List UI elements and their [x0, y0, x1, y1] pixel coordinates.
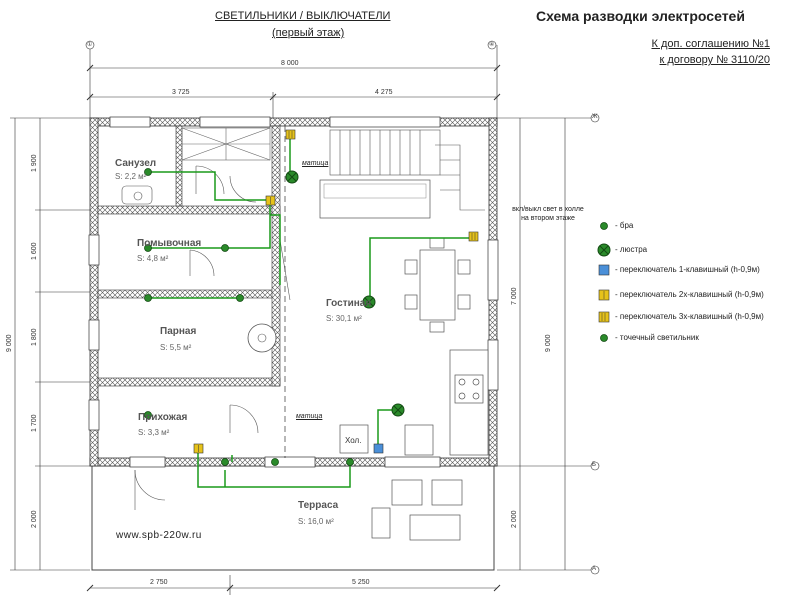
dining-table	[404, 237, 471, 333]
switch-1-icon	[598, 264, 610, 276]
dimension-ticks	[86, 64, 501, 592]
dim-left-3: 1 800	[31, 328, 38, 346]
dim-left-total: 9 000	[6, 334, 13, 352]
dim-left-4: 1 700	[31, 414, 38, 432]
room-area-washroom: S: 4,8 м²	[137, 254, 169, 263]
legend-item-sconce: - бра	[615, 221, 634, 230]
room-name-steam: Парная	[160, 326, 197, 337]
room-name-washroom: Помывочная	[137, 238, 202, 249]
drawing-subtitle: (первый этаж)	[272, 27, 345, 39]
website-label: www.spb-220w.ru	[116, 530, 202, 541]
room-area-hall: S: 3,3 м²	[138, 428, 170, 437]
drawing-title: СВЕТИЛЬНИКИ / ВЫКЛЮЧАТЕЛИ	[215, 10, 391, 22]
dim-right-upper: 7 000	[511, 287, 518, 305]
axis-label-b: Б	[592, 462, 596, 468]
dim-right-lower: 2 000	[511, 510, 518, 528]
room-area-living: S: 30,1 м²	[326, 314, 362, 323]
axis-label-1: ①	[87, 42, 93, 48]
room-name-bathroom: Санузел	[115, 158, 157, 169]
sofa	[319, 179, 431, 219]
dim-bottom-right: 5 250	[352, 579, 370, 586]
inner-walls	[97, 125, 281, 387]
dim-left-1: 1 900	[31, 154, 38, 172]
fridge-label: Хол.	[345, 436, 362, 445]
stairs	[329, 129, 485, 211]
room-name-terrace: Терраса	[298, 500, 339, 511]
beam-label-top: матица	[302, 160, 329, 167]
doors	[134, 165, 291, 510]
legend-item-switch-1: - переключатель 1-клавишный (h-0,9м)	[615, 265, 760, 274]
axis-label-a: А	[592, 566, 597, 572]
terrace-furniture	[371, 479, 463, 541]
dim-top-left: 3 725	[172, 89, 190, 96]
beam-label-bottom: матица	[296, 413, 323, 420]
room-area-bathroom: S: 2,2 м²	[115, 172, 147, 181]
dim-top-total: 8 000	[281, 60, 299, 67]
wiring	[148, 135, 470, 488]
kitchen	[339, 349, 489, 456]
doc-ref-line2: к договору № 3110/20	[659, 54, 770, 66]
legend-item-spotlight: - точечный светильник	[615, 333, 699, 342]
switch-3-icon	[598, 311, 610, 323]
shower-area	[181, 127, 271, 161]
scheme-title: Схема разводки электросетей	[536, 8, 745, 24]
windows	[88, 116, 499, 468]
room-area-steam: S: 5,5 м²	[160, 343, 192, 352]
legend-item-switch-2: - переключатель 2х-клавишный (h-0,9м)	[615, 290, 764, 299]
doc-ref-line1: К доп. соглашению №1	[651, 38, 770, 50]
spotlight-icon	[600, 334, 608, 342]
axis-label-zh: Ж	[592, 114, 598, 120]
sconce-icon	[600, 222, 608, 230]
legend-item-switch-3: - переключатель 3х-клавишный (h-0,9м)	[615, 312, 764, 321]
legend-icons	[597, 222, 611, 342]
room-name-hall: Прихожая	[138, 412, 188, 423]
dim-left-5: 2 000	[31, 510, 38, 528]
dim-left-2: 1 600	[31, 242, 38, 260]
legend-item-chandelier: - люстра	[615, 245, 648, 254]
hall-switch-note: вкл/выкл свет в холле на втором этаже	[512, 206, 584, 222]
dim-bottom-left: 2 750	[150, 579, 168, 586]
lamps	[144, 168, 405, 466]
room-name-living: Гостиная	[326, 298, 372, 309]
dim-right-total: 9 000	[545, 334, 552, 352]
room-area-terrace: S: 16,0 м²	[298, 517, 334, 526]
axis-label-4: ④	[489, 42, 495, 48]
switches	[193, 129, 479, 454]
dim-top-right: 4 275	[375, 89, 393, 96]
